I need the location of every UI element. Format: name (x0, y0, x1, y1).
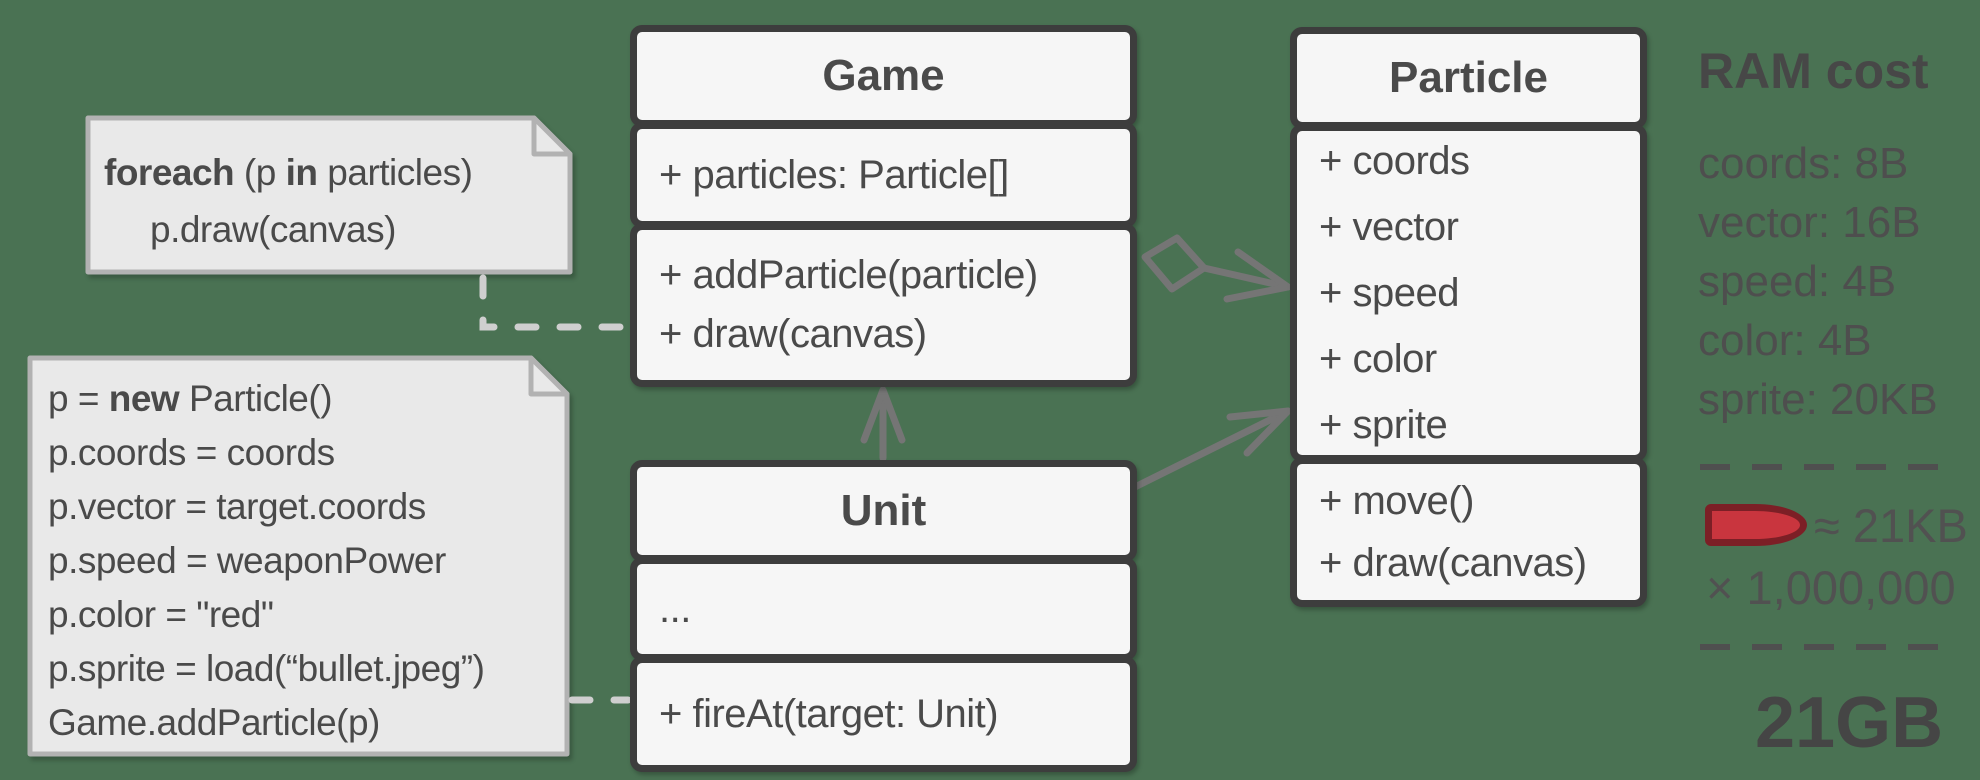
note-line: Game.addParticle(p) (48, 702, 380, 743)
ram-cost-item: color: 4B (1698, 316, 1872, 365)
attribute-row: + sprite (1319, 403, 1448, 447)
code-note: p = new Particle() p.coords = coords p.v… (48, 372, 485, 750)
class-particle-methods: + move() + draw(canvas) (1290, 457, 1647, 607)
class-particle-attributes: + coords + vector + speed + color + spri… (1290, 124, 1647, 462)
attribute-row: + speed (1319, 271, 1459, 315)
class-unit: Unit ... + fireAt(target: Unit) (630, 460, 1137, 772)
note-line: p.color = "red" (48, 594, 274, 635)
class-game-attributes: + particles: Particle[] (630, 122, 1137, 228)
class-particle: Particle + coords + vector + speed + col… (1290, 27, 1647, 607)
loop-note: foreach (p in particles) p.draw(canvas) (104, 144, 473, 258)
attribute-row: ... (659, 586, 691, 631)
note-line: p = new Particle() (48, 378, 333, 419)
method-row: + draw(canvas) (659, 312, 927, 356)
unit-to-game-arrowhead-icon (860, 386, 906, 444)
note-line: p.speed = weaponPower (48, 540, 446, 581)
class-unit-methods: + fireAt(target: Unit) (630, 656, 1137, 772)
per-bullet-cost: ≈ 21KB (1814, 499, 1968, 552)
method-row: + addParticle(particle) (659, 253, 1038, 297)
bullet-icon (1705, 504, 1807, 546)
ram-cost-heading: RAM cost (1698, 43, 1929, 99)
ram-cost-list: coords: 8B vector: 16B speed: 4B color: … (1698, 134, 1938, 429)
note-line: p.coords = coords (48, 432, 335, 473)
unit-to-particle-arrowhead-icon (1226, 407, 1292, 457)
ram-cost-item: vector: 16B (1698, 198, 1921, 247)
unit-to-particle-line (1131, 407, 1292, 491)
class-particle-title: Particle (1290, 27, 1647, 129)
class-unit-title: Unit (630, 460, 1137, 562)
loop-note-shape (85, 115, 573, 275)
method-row: + fireAt(target: Unit) (659, 691, 999, 736)
loop-note-connector (479, 274, 632, 331)
method-row: + move() (1319, 479, 1474, 523)
note-line: p.vector = target.coords (48, 486, 426, 527)
attribute-row: + particles: Particle[] (659, 152, 1009, 197)
method-row: + draw(canvas) (1319, 541, 1587, 585)
code-note-shape (27, 355, 570, 757)
note-line: p.sprite = load(“bullet.jpeg”) (48, 648, 485, 689)
ram-cost-item: sprite: 20KB (1698, 375, 1938, 424)
aggregation-diamond-icon (1141, 234, 1208, 293)
attribute-row: + coords (1319, 139, 1470, 183)
loop-note-fold (531, 115, 573, 157)
note-line: foreach (p in particles) (104, 152, 473, 193)
ram-cost-item: coords: 8B (1698, 139, 1909, 188)
attribute-row: + vector (1319, 205, 1459, 249)
ram-cost-item: speed: 4B (1698, 257, 1897, 306)
total-ram-cost: 21GB (1755, 683, 1944, 763)
aggregation-arrowhead-icon (1223, 248, 1292, 303)
class-game: Game + particles: Particle[] + addPartic… (630, 25, 1137, 387)
class-game-methods: + addParticle(particle) + draw(canvas) (630, 223, 1137, 387)
code-note-fold (528, 355, 570, 397)
bullet-multiplier: × 1,000,000 (1706, 561, 1956, 614)
aggregation-line (1200, 264, 1292, 291)
class-game-title: Game (630, 25, 1137, 127)
class-unit-attributes: ... (630, 557, 1137, 661)
attribute-row: + color (1319, 337, 1437, 381)
note-line: p.draw(canvas) (150, 209, 396, 250)
